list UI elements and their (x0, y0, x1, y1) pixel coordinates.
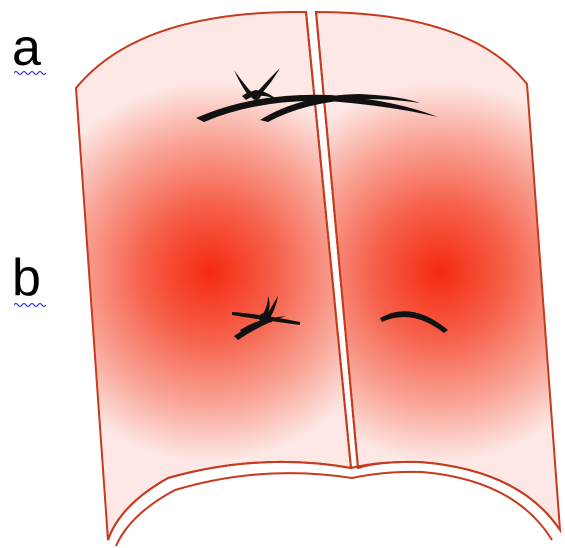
tissue-panel-left-icon (76, 12, 351, 540)
tissue-panel-right-icon (316, 12, 560, 530)
